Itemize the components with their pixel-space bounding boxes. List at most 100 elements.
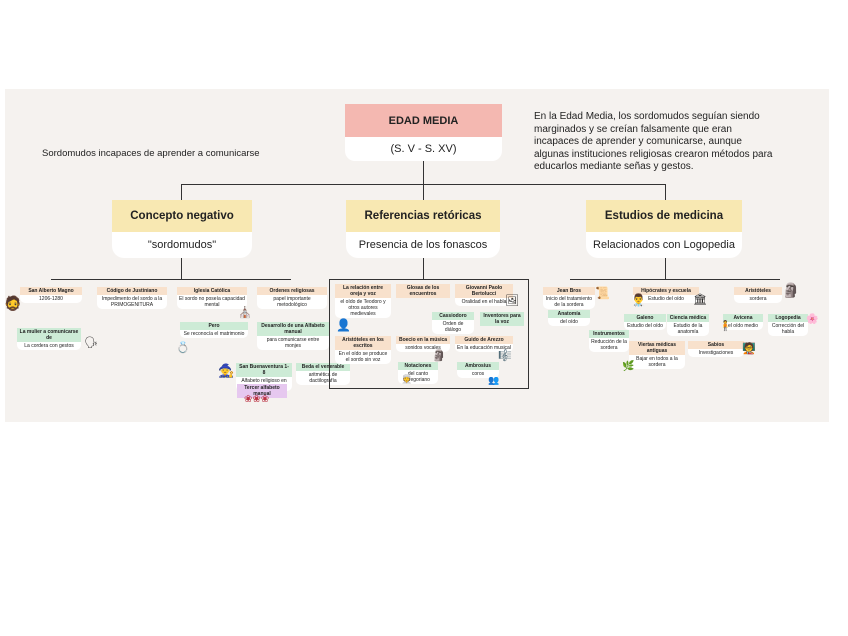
root-title: EDAD MEDIA bbox=[345, 104, 502, 137]
node-desarrollo: Desarrollo de una Alfabeto manual para c… bbox=[257, 322, 329, 350]
node-r9: Notaciones del canto gregoriano bbox=[398, 362, 438, 384]
node-m1: Jean Bros Inicio del tratamiento de la s… bbox=[543, 287, 595, 309]
node-title: Logopedia bbox=[768, 314, 808, 322]
portrait-icon: 🖼 bbox=[505, 295, 519, 307]
node-text: del canto gregoriano bbox=[398, 370, 438, 384]
node-m6: Ciencia médica Estudio de la anatomía bbox=[667, 314, 709, 336]
scholar-icon: 🧑‍🏫 bbox=[742, 343, 756, 355]
monk-icon: 🧙 bbox=[218, 363, 235, 378]
node-r10: Ambrosius coros bbox=[457, 362, 499, 378]
node-title: Inventores para la voz bbox=[480, 312, 524, 326]
node-text: del oído bbox=[548, 318, 590, 326]
building-icon: 🏛 bbox=[693, 294, 707, 306]
node-title: Giovanni Paolo Bertolucci bbox=[455, 284, 513, 298]
node-text: sonidos vocales bbox=[396, 344, 450, 352]
right-note-line: En la Edad Media, los sordomudos seguían… bbox=[534, 111, 760, 122]
node-tercer: Tercer alfabeto manual bbox=[237, 384, 287, 398]
node-title: Jean Bros bbox=[543, 287, 595, 295]
node-text: Investigaciones bbox=[688, 349, 744, 357]
node-text: coros bbox=[457, 370, 499, 378]
connector bbox=[423, 258, 424, 280]
node-title: La relación entre oreja y voz bbox=[335, 284, 391, 298]
branch-medicina-title: Estudios de medicina bbox=[586, 200, 742, 232]
node-m10: Sabios Investigaciones bbox=[688, 341, 744, 357]
node-text: Inicio del tratamiento de la sordera bbox=[543, 295, 595, 309]
node-m7: Avicena el oído medio bbox=[723, 314, 763, 330]
connector bbox=[181, 184, 182, 200]
node-title: Avicena bbox=[723, 314, 763, 322]
node-title: Notaciones bbox=[398, 362, 438, 370]
node-text: para comunicarse entre monjes bbox=[257, 336, 329, 350]
node-title: Instrumentos bbox=[589, 330, 629, 338]
node-text: En la educación musical bbox=[455, 344, 513, 352]
node-r1: La relación entre oreja y voz el oído de… bbox=[335, 284, 391, 318]
node-text: Estudio de la anatomía bbox=[667, 322, 709, 336]
herbs-icon: 🌿 bbox=[622, 361, 635, 372]
branch-concepto-title: Concepto negativo bbox=[112, 200, 252, 232]
figure-icon: 🧍 bbox=[719, 321, 732, 332]
node-title: Anatomía bbox=[548, 310, 590, 318]
node-m11: Logopedia Corrección del habla bbox=[768, 314, 808, 336]
head-icon: 🗣 bbox=[84, 337, 98, 349]
node-title: Hipócrates y escuela bbox=[633, 287, 699, 295]
node-r3: Giovanni Paolo Bertolucci Oralidad en el… bbox=[455, 284, 513, 306]
node-text: La cordera con gestos bbox=[17, 342, 81, 350]
statue-icon: 🗿 bbox=[432, 350, 446, 362]
node-text: Reducción de la sordera bbox=[589, 338, 629, 352]
music-icon: 🎼 bbox=[498, 350, 512, 362]
aristotle-icon: 🗿 bbox=[782, 282, 800, 298]
node-m8: Instrumentos Reducción de la sordera bbox=[589, 330, 629, 352]
node-alberto: San Alberto Magno 1206-1280 bbox=[20, 287, 82, 303]
node-m9: Viertas médicas antiguas Bajar en todos … bbox=[629, 341, 685, 369]
node-title: Ambrosius bbox=[457, 362, 499, 370]
root-subtitle: (S. V - S. XV) bbox=[345, 137, 502, 161]
right-note-line: marginados y se creían falsamente que er… bbox=[534, 123, 732, 135]
branch-referencias-subtitle: Presencia de los fonascos bbox=[346, 232, 500, 258]
connector bbox=[423, 184, 424, 200]
church-icon: ⛪ bbox=[238, 307, 252, 319]
node-title: Tercer alfabeto manual bbox=[237, 384, 287, 398]
node-text: Corrección del habla bbox=[768, 322, 808, 336]
node-text: papel importante metodológico bbox=[257, 295, 327, 309]
node-title: Desarrollo de una Alfabeto manual bbox=[257, 322, 329, 336]
node-r7: Boecio en la música sonidos vocales bbox=[396, 336, 450, 352]
connector bbox=[570, 279, 780, 280]
node-r6: Aristóteles en los escritos En el oído s… bbox=[335, 336, 391, 364]
node-title: Viertas médicas antiguas bbox=[629, 341, 685, 355]
node-title: Aristóteles en los escritos bbox=[335, 336, 391, 350]
connector bbox=[51, 279, 291, 280]
node-text: Orden de diálogo bbox=[432, 320, 474, 334]
node-title: Ordenes religiosas bbox=[257, 287, 327, 295]
philosopher-icon: 👤 bbox=[336, 318, 351, 332]
node-text: Impedimento del sordo a la PRIMOGENITURA bbox=[97, 295, 167, 309]
node-text: Estudio del oído bbox=[624, 322, 666, 330]
node-title: Galeno bbox=[624, 314, 666, 322]
right-note-line: educarlos mediante señas y gestos. bbox=[534, 161, 694, 172]
node-title: Ciencia médica bbox=[667, 314, 709, 322]
rings-icon: 💍 bbox=[176, 342, 190, 354]
node-cordera: La mulier a comunicarse de La cordera co… bbox=[17, 328, 81, 350]
node-beda: Beda el venerable aritmética de dactilog… bbox=[296, 363, 350, 385]
node-title: Sabios bbox=[688, 341, 744, 349]
node-title: Boecio en la música bbox=[396, 336, 450, 344]
node-title: San Alberto Magno bbox=[20, 287, 82, 295]
node-text: sordera bbox=[734, 295, 782, 303]
node-title: Pero bbox=[180, 322, 248, 330]
doctor-icon: 👨‍⚕️ bbox=[631, 293, 646, 307]
node-text: el oído medio bbox=[723, 322, 763, 330]
node-text: Se reconocía el matrimonio bbox=[180, 330, 248, 338]
node-text: Estudio del oído bbox=[633, 295, 699, 303]
connector bbox=[423, 161, 424, 185]
node-m2: Hipócrates y escuela Estudio del oído bbox=[633, 287, 699, 303]
flower-icon: 🌸 bbox=[806, 314, 819, 325]
node-text: aritmética de dactilografía bbox=[296, 371, 350, 385]
node-text: Bajar en todos a la sordera bbox=[629, 355, 685, 369]
node-ordenes: Ordenes religiosas papel importante meto… bbox=[257, 287, 327, 309]
right-note-line: algunas instituciones religiosas crearon… bbox=[534, 148, 773, 160]
bust-icon: 👳 bbox=[401, 374, 413, 384]
node-pero: Pero Se reconocía el matrimonio bbox=[180, 322, 248, 338]
node-title: Aristóteles bbox=[734, 287, 782, 295]
node-m3: Aristóteles sordera bbox=[734, 287, 782, 303]
node-r4: Cassiodoro Orden de diálogo bbox=[432, 312, 474, 334]
node-title: Iglesia Católica bbox=[177, 287, 247, 295]
